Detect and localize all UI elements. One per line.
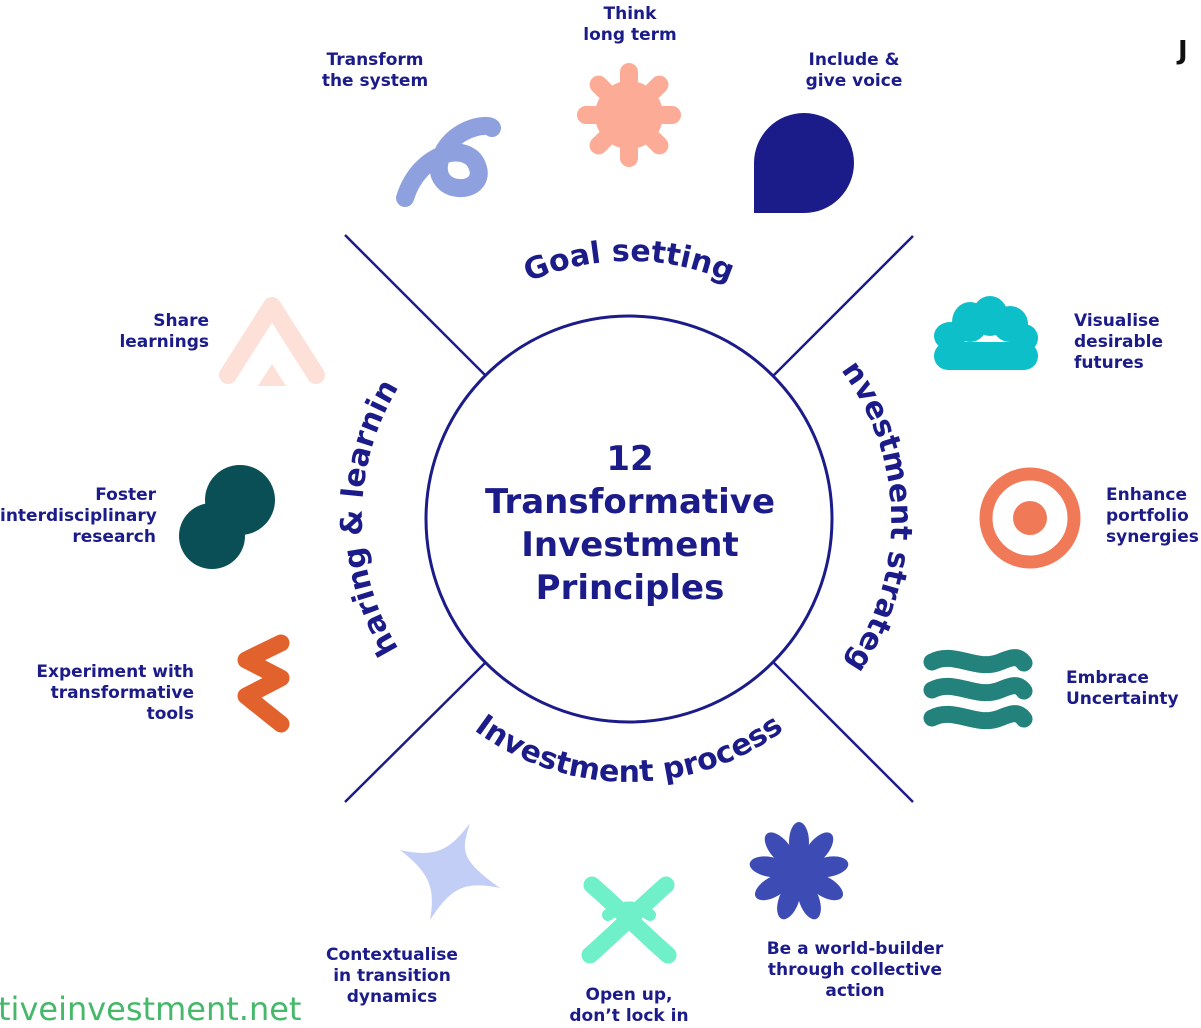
divider-line-nw: [344, 234, 487, 377]
section-goal-setting: Goal setting: [519, 234, 739, 289]
loop-icon: [396, 116, 501, 207]
label-enhance-portfolio-synergies: Enhance portfolio synergies: [1106, 485, 1199, 547]
divider-line-se: [772, 661, 914, 803]
footer-url: tiveinvestment.net: [0, 990, 302, 1028]
label-think-long-term: Think long term: [583, 4, 677, 45]
speech-drop-icon: [754, 113, 854, 213]
corner-glyph: J: [1178, 36, 1188, 66]
label-embrace-uncertainty: Embrace Uncertainty: [1066, 668, 1179, 709]
label-open-up: Open up, don’t lock in: [569, 985, 689, 1026]
cloud-icon: [934, 296, 1038, 370]
target-icon: [979, 467, 1081, 569]
section-investment-process: Investment process: [469, 708, 789, 790]
label-include-give-voice: Include & give voice: [805, 50, 903, 91]
zigzag-icon: [237, 634, 290, 733]
crossed-strands-icon: [581, 876, 677, 964]
divider-line-sw: [344, 661, 487, 803]
label-world-builder: Be a world-builder through collective ac…: [766, 939, 944, 1001]
divider-line-ne: [772, 235, 914, 377]
label-visualise-desirable-futures: Visualise desirable futures: [1074, 311, 1164, 373]
center-title: 12 Transformative Investment Principles: [484, 439, 776, 608]
flower-icon: [749, 822, 849, 920]
label-transform-the-system: Transform the system: [321, 50, 429, 91]
center-circle: [424, 314, 834, 724]
label-contextualise: Contextualise in transition dynamics: [326, 945, 458, 1007]
label-foster-research: Foster interdisciplinary research: [0, 485, 157, 547]
waves-icon: [923, 649, 1033, 730]
star-icon: [400, 823, 500, 920]
linked-circles-icon: [179, 465, 275, 569]
label-share-learnings: Share learnings: [119, 311, 209, 352]
label-experiment-tools: Experiment with transformative tools: [36, 662, 194, 724]
tent-icon: [219, 297, 325, 386]
gear-icon: [577, 63, 681, 167]
